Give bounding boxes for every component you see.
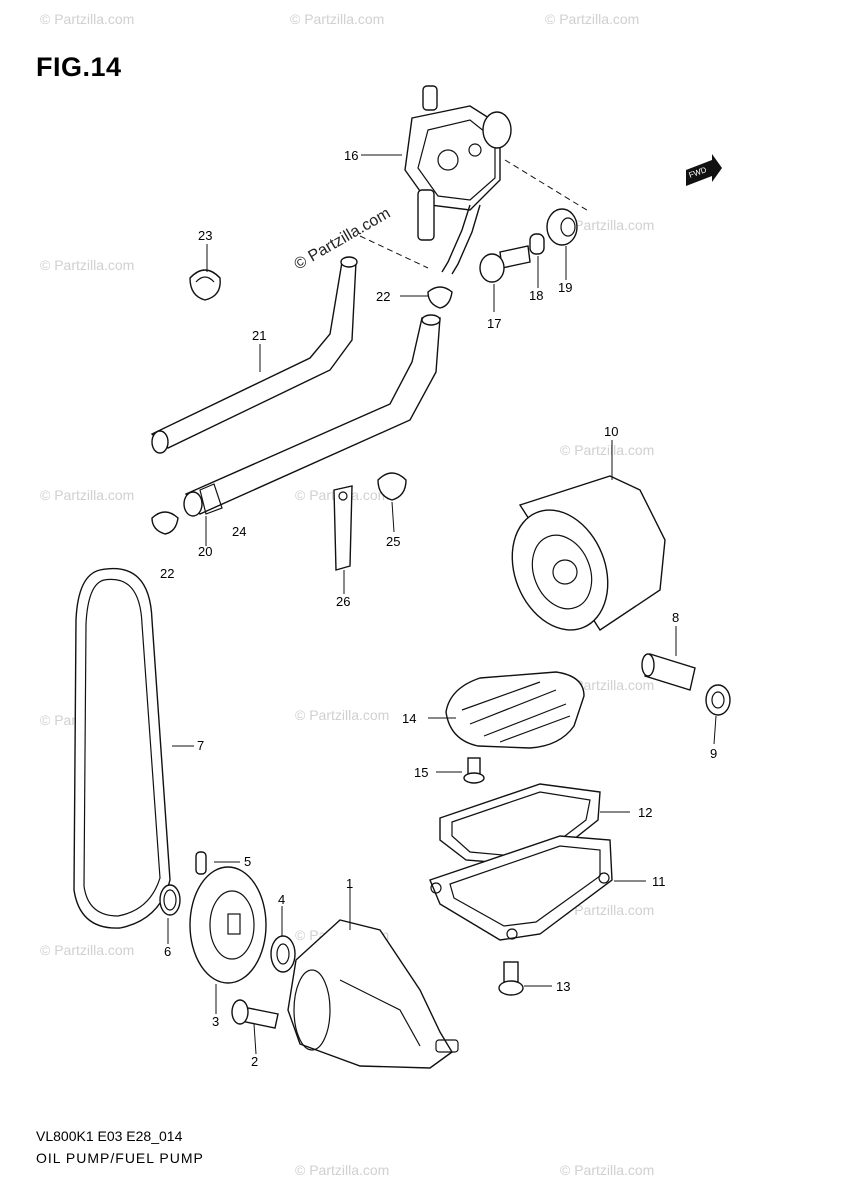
callout-5: 5 (244, 854, 251, 869)
callout-11: 11 (652, 874, 666, 889)
oil-pump-assembly (287, 919, 459, 1069)
oil-filter-union (641, 653, 696, 691)
callout-7: 7 (197, 738, 204, 753)
callout-22-bottom: 22 (160, 566, 174, 581)
oil-pan-cover (429, 835, 613, 941)
callout-1: 1 (346, 876, 353, 891)
figure-title: FIG.14 (36, 52, 122, 82)
callout-9: 9 (710, 746, 717, 761)
watermark-text: © Partzilla.com (560, 442, 654, 458)
vent-hose (183, 314, 441, 517)
callout-16: 16 (344, 148, 358, 163)
watermark-text: © Partzilla.com (545, 11, 639, 27)
watermark-text: © Partzilla.com (40, 487, 134, 503)
callout-18: 18 (529, 288, 543, 303)
dashed-guide (359, 235, 429, 269)
watermark-text: © Partzilla.com (290, 11, 384, 27)
callout-labels: 1 2 3 4 5 6 7 8 9 10 11 12 13 14 15 16 1… (160, 148, 717, 1069)
callout-17: 17 (487, 316, 501, 331)
watermark-text: © Partzilla.com (560, 217, 654, 233)
fuel-pump (404, 85, 512, 275)
oil-filter (511, 475, 666, 631)
callout-21: 21 (252, 328, 266, 343)
callout-24: 24 (232, 524, 246, 539)
callout-14: 14 (402, 711, 416, 726)
watermark-text: © Partzilla.com (295, 707, 389, 723)
fuel-hose (150, 256, 358, 454)
oil-strainer (445, 671, 585, 749)
washer (705, 684, 731, 716)
callout-8: 8 (672, 610, 679, 625)
watermark-text: © Partzilla.com (40, 11, 134, 27)
dashed-guide (504, 159, 591, 213)
callout-4: 4 (278, 892, 285, 907)
callout-12: 12 (638, 805, 652, 820)
hose-clamp (151, 511, 179, 535)
watermark-text: © Partzilla.com (560, 902, 654, 918)
diagram-caption: OIL PUMP/FUEL PUMP (36, 1150, 204, 1166)
strainer-bolt (463, 757, 485, 784)
thrust-washer (270, 935, 296, 973)
sprocket-bolt (231, 999, 279, 1029)
callout-23: 23 (198, 228, 212, 243)
callout-19: 19 (558, 280, 572, 295)
hose-clamp (427, 286, 453, 309)
callout-2: 2 (251, 1054, 258, 1069)
collar (529, 233, 545, 255)
diagram-code: VL800K1 E03 E28_014 (36, 1128, 183, 1144)
callout-13: 13 (556, 979, 570, 994)
hose-strap (333, 485, 353, 571)
callout-6: 6 (164, 944, 171, 959)
grommet (546, 208, 578, 246)
watermark-text: © Partzilla.com (40, 257, 134, 273)
watermark-text: © Partzilla.com (295, 1162, 389, 1178)
watermark-text: © Partzilla.com (40, 942, 134, 958)
hose-clamp (377, 472, 407, 501)
callout-15: 15 (414, 765, 428, 780)
bolt (479, 245, 531, 283)
hose-clamp (189, 269, 221, 301)
oil-pump-sprocket (189, 866, 267, 984)
dowel-pin (195, 851, 207, 875)
callout-10: 10 (604, 424, 618, 439)
callout-25: 25 (386, 534, 400, 549)
watermark-text: © Partzilla.com (560, 1162, 654, 1178)
callout-26: 26 (336, 594, 350, 609)
oil-pan-bolt (498, 961, 524, 996)
leader-lines (167, 244, 717, 1055)
drive-chain (73, 568, 171, 929)
forward-direction-badge: FWD (686, 154, 722, 186)
circlip (159, 884, 181, 916)
callout-20: 20 (198, 544, 212, 559)
callout-22-top: 22 (376, 289, 390, 304)
callout-3: 3 (212, 1014, 219, 1029)
